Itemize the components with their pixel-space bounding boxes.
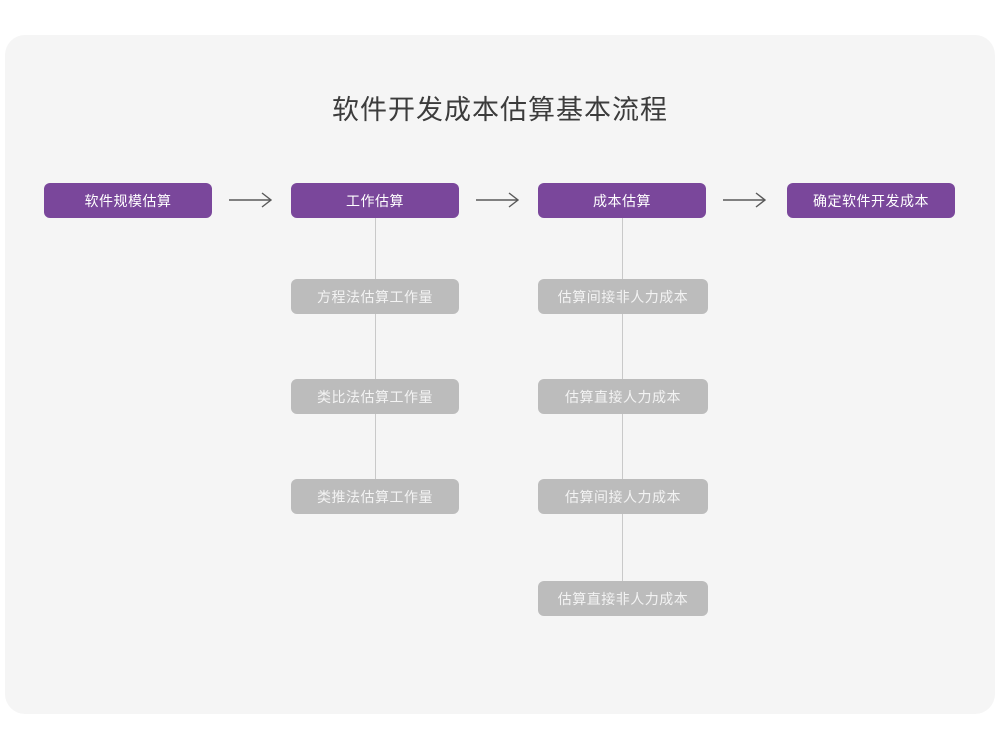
connector-branch2-seg3 — [622, 414, 623, 479]
connector-branch2-seg1 — [622, 218, 623, 279]
connector-branch2-seg2 — [622, 314, 623, 379]
flow-node-cost-estimation[interactable]: 成本估算 — [538, 183, 706, 218]
branch1-item-equation-method[interactable]: 方程法估算工作量 — [291, 279, 459, 314]
connector-branch2-seg4 — [622, 514, 623, 581]
branch2-item-direct-labor-cost[interactable]: 估算直接人力成本 — [538, 379, 708, 414]
branch2-item-indirect-nonlabor-cost[interactable]: 估算间接非人力成本 — [538, 279, 708, 314]
flow-node-work-estimation[interactable]: 工作估算 — [291, 183, 459, 218]
flow-node-software-scale-estimation[interactable]: 软件规模估算 — [44, 183, 212, 218]
flow-node-determine-development-cost[interactable]: 确定软件开发成本 — [787, 183, 955, 218]
connector-branch1-seg1 — [375, 218, 376, 279]
branch1-item-analogy-inference-method[interactable]: 类推法估算工作量 — [291, 479, 459, 514]
diagram-card — [5, 35, 995, 714]
connector-branch1-seg2 — [375, 314, 376, 379]
arrow-right-icon-2 — [475, 191, 523, 209]
branch1-item-analogy-method[interactable]: 类比法估算工作量 — [291, 379, 459, 414]
connector-branch1-seg3 — [375, 414, 376, 479]
branch2-item-direct-nonlabor-cost[interactable]: 估算直接非人力成本 — [538, 581, 708, 616]
branch2-item-indirect-labor-cost[interactable]: 估算间接人力成本 — [538, 479, 708, 514]
arrow-right-icon-1 — [228, 191, 276, 209]
arrow-right-icon-3 — [722, 191, 770, 209]
page-title: 软件开发成本估算基本流程 — [332, 95, 668, 125]
